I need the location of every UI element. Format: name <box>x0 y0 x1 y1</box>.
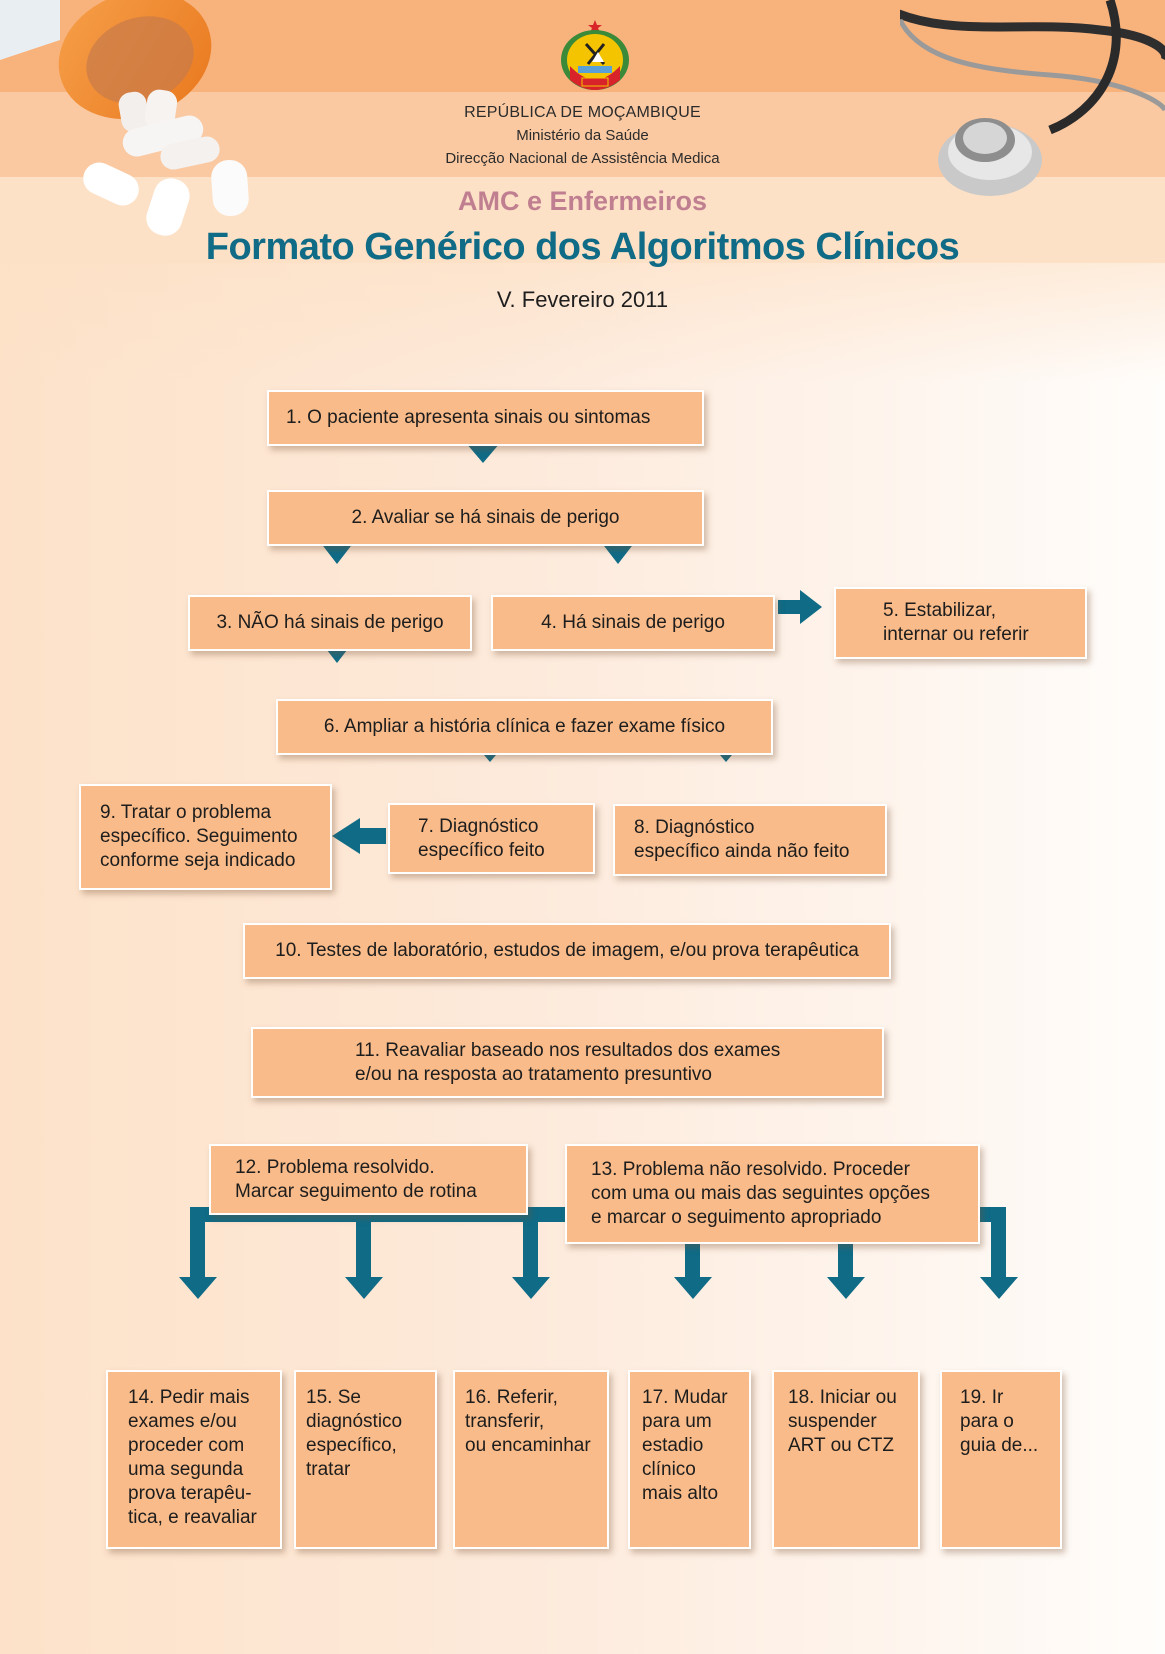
step-2-box: 2. Avaliar se há sinais de perigo <box>267 490 704 546</box>
step-5-text: 5. Estabilizar, internar ou referir <box>883 600 1029 645</box>
step-12-box: 12. Problema resolvido. Marcar seguiment… <box>209 1144 528 1215</box>
step-7-box: 7. Diagnóstico específico feito <box>388 803 595 874</box>
arrow-13-to-14 <box>179 1207 217 1299</box>
step-3-text: 3. NÃO há sinais de perigo <box>216 612 444 633</box>
step-6-text: 6. Ampliar a história clínica e fazer ex… <box>323 716 726 737</box>
version-label: V. Fevereiro 2011 <box>496 287 669 312</box>
step-11-box: 11. Reavaliar baseado nos resultados dos… <box>251 1027 884 1098</box>
step-2-text: 2. Avaliar se há sinais de perigo <box>351 507 620 528</box>
header-fade <box>0 263 1165 383</box>
step-5-box: 5. Estabilizar, internar ou referir <box>834 587 1087 659</box>
step-8-text: 8. Diagnóstico específico ainda não feit… <box>634 817 850 862</box>
step-18-text: 18. Iniciar ou suspender ART ou CTZ <box>788 1387 897 1456</box>
page-subtitle: AMC e Enfermeiros <box>457 186 708 216</box>
ministry-name: Ministério da Saúde <box>516 127 649 144</box>
step-1-text: 1. O paciente apresenta sinais ou sintom… <box>286 407 651 428</box>
step-15-box: 15. Se diagnóstico específico, tratar <box>294 1370 437 1549</box>
page-title: Formato Genérico dos Algoritmos Clínicos <box>205 226 960 268</box>
step-17-box: 17. Mudar para um estadio clínico mais a… <box>628 1370 751 1549</box>
arrow-13-to-16 <box>512 1207 550 1299</box>
step-11-text: 11. Reavaliar baseado nos resultados dos… <box>355 1039 781 1085</box>
step-18-box: 18. Iniciar ou suspender ART ou CTZ <box>772 1370 920 1549</box>
step-7-text: 7. Diagnóstico específico feito <box>418 815 545 861</box>
arrow-13-to-15 <box>345 1207 383 1299</box>
step-19-box: 19. Ir para o guia de... <box>940 1370 1062 1549</box>
step-6-box: 6. Ampliar a história clínica e fazer ex… <box>276 699 773 755</box>
pill-bottle-icon <box>0 0 249 236</box>
arrow-13-to-19 <box>980 1207 1018 1299</box>
arrow-4-to-5 <box>778 590 822 624</box>
step-15-text: 15. Se diagnóstico específico, tratar <box>306 1387 403 1480</box>
step-3-box: 3. NÃO há sinais de perigo <box>188 595 472 651</box>
step-16-box: 16. Referir, transferir, ou encaminhar <box>453 1370 609 1549</box>
directorate-name: Direcção Nacional de Assistência Medica <box>445 150 720 167</box>
stethoscope-icon <box>900 0 1165 196</box>
step-9-box: 9. Tratar o problema específico. Seguime… <box>79 784 332 890</box>
step-8-box: 8. Diagnóstico específico ainda não feit… <box>613 804 887 876</box>
step-14-text: 14. Pedir mais exames e/ou proceder com … <box>128 1387 257 1528</box>
step-16-text: 16. Referir, transferir, ou encaminhar <box>465 1387 591 1456</box>
step-19-text: 19. Ir para o guia de... <box>960 1387 1039 1456</box>
step-13-text: 13. Problema não resolvido. Proceder com… <box>591 1159 931 1228</box>
step-17-text: 17. Mudar para um estadio clínico mais a… <box>642 1387 728 1504</box>
step-9-text: 9. Tratar o problema específico. Seguime… <box>100 802 298 871</box>
step-1-box: 1. O paciente apresenta sinais ou sintom… <box>267 390 704 446</box>
step-4-text: 4. Há sinais de perigo <box>541 612 725 633</box>
arrow-7-to-9 <box>332 818 386 854</box>
step-13-box: 13. Problema não resolvido. Proceder com… <box>565 1144 980 1244</box>
country-name: REPÚBLICA DE MOÇAMBIQUE <box>464 104 701 121</box>
coat-of-arms-icon <box>561 20 629 90</box>
step-14-box: 14. Pedir mais exames e/ou proceder com … <box>106 1370 282 1549</box>
step-4-box: 4. Há sinais de perigo <box>491 595 775 651</box>
step-10-text: 10. Testes de laboratório, estudos de im… <box>275 940 859 961</box>
step-12-text: 12. Problema resolvido. Marcar seguiment… <box>235 1156 477 1202</box>
step-10-box: 10. Testes de laboratório, estudos de im… <box>243 923 891 979</box>
